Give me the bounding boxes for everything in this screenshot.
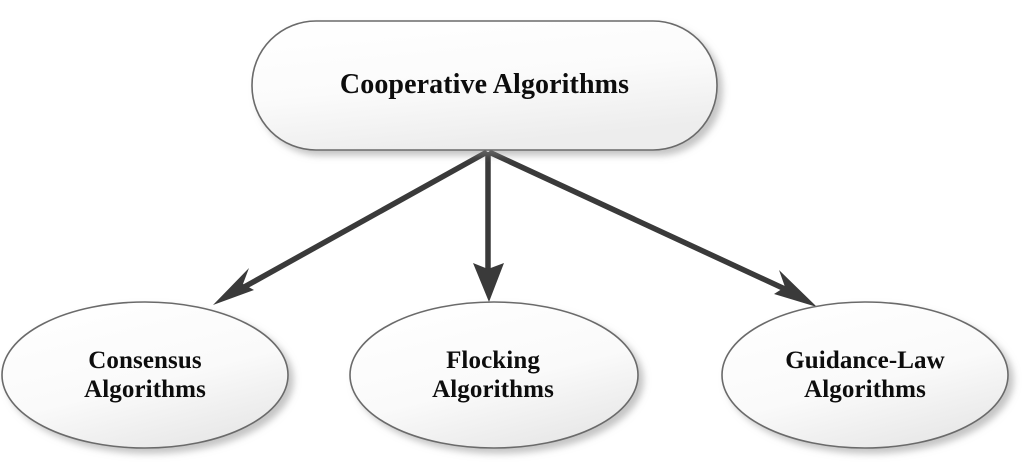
node-cooperative-algorithms-shape[interactable] bbox=[251, 20, 718, 151]
node-guidance-law-algorithms-shape[interactable] bbox=[721, 301, 1009, 449]
arrow-root-to-consensus bbox=[213, 149, 489, 305]
node-flocking-algorithms-shape[interactable] bbox=[349, 301, 639, 449]
arrow-root-to-flocking bbox=[473, 152, 504, 302]
node-consensus-algorithms-shape[interactable] bbox=[1, 301, 289, 449]
arrow-root-to-guidance-law bbox=[487, 149, 817, 307]
